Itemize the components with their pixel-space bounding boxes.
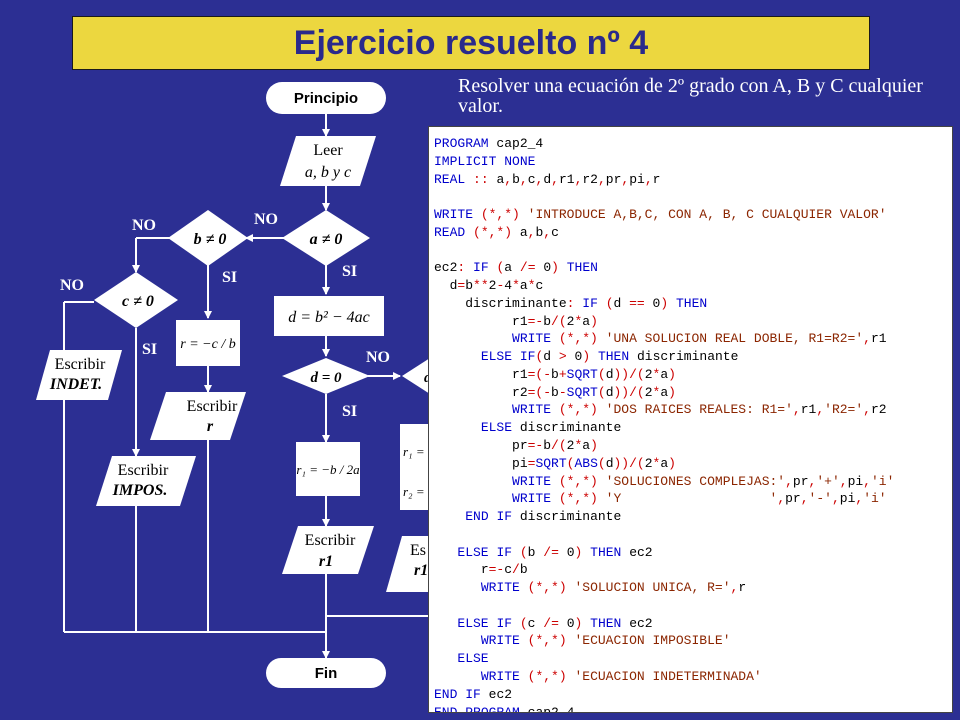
write-impos-value: IMPOS. xyxy=(112,482,168,499)
label-a-no: NO xyxy=(254,211,278,228)
code-line: ELSE IF (c /= 0) THEN ec2 xyxy=(457,615,653,631)
write-r-variable: r xyxy=(207,418,214,435)
code-line xyxy=(434,597,952,615)
write-impos-label: Escribir xyxy=(118,462,169,479)
decision-c-nonzero: c ≠ 0 xyxy=(94,272,178,328)
label-d0-no: NO xyxy=(366,349,390,366)
code-line: PROGRAM cap2_4 xyxy=(434,136,544,151)
code-line: WRITE (*,*) 'INTRODUCE A,B,C, CON A, B, … xyxy=(434,207,887,223)
write-r-node: Escribir r xyxy=(150,392,246,440)
code-line: d=b**2-4*a*c xyxy=(449,278,544,294)
code-line: WRITE (*,*) 'UNA SOLUCION REAL DOBLE, R1… xyxy=(512,331,887,347)
code-line: WRITE (*,*) 'SOLUCION UNICA, R=',r xyxy=(480,580,747,596)
write-indet-node: Escribir INDET. xyxy=(36,350,122,400)
code-line xyxy=(434,242,952,260)
code-line: WRITE (*,*) 'Y ',pr,'-',pi,'i' xyxy=(512,491,887,507)
end-label: Fin xyxy=(315,665,338,682)
end-terminal: Fin xyxy=(266,658,386,688)
calc-r2-partial: r₂ = xyxy=(403,484,425,499)
decision-d-zero: d = 0 xyxy=(282,358,370,394)
code-line: ELSE xyxy=(457,651,489,667)
label-b-si: SI xyxy=(222,269,237,286)
page-title: Ejercicio resuelto nº 4 xyxy=(293,24,649,62)
code-line: r2=(-b-SQRT(d))/(2*a) xyxy=(512,384,676,400)
code-line: r1=(-b+SQRT(d))/(2*a) xyxy=(512,366,676,382)
code-line: END IF discriminante xyxy=(465,509,622,525)
code-line: discriminante: IF (d == 0) THEN xyxy=(465,295,708,311)
start-label: Principio xyxy=(294,90,358,107)
code-line: END IF ec2 xyxy=(434,686,513,702)
decision-b-nonzero: b ≠ 0 xyxy=(168,210,248,266)
read-input-node: Leer a, b y c xyxy=(280,136,376,186)
code-line: END PROGRAM cap2_4 xyxy=(434,704,575,713)
code-line: ELSE IF (b /= 0) THEN ec2 xyxy=(457,544,653,560)
write-r1-variable: r1 xyxy=(319,553,333,570)
calc-r1r2-node-partial: r₁ = r₂ = xyxy=(400,424,430,510)
label-c-si: SI xyxy=(142,341,157,358)
read-label: Leer xyxy=(313,142,343,159)
calc-discriminant-node: d = b² − 4ac xyxy=(274,296,384,336)
code-line xyxy=(434,188,952,206)
decision-a-nonzero: a ≠ 0 xyxy=(282,210,370,266)
calc-r1-partial: r₁ = xyxy=(403,444,425,459)
write-impos-node: Escribir IMPOS. xyxy=(96,456,196,506)
write-r1r2-variable: r1 xyxy=(414,562,428,579)
decision-b-label: b ≠ 0 xyxy=(194,231,227,248)
decision-d0-label: d = 0 xyxy=(310,370,342,386)
flow-connectors xyxy=(63,114,430,659)
code-line: WRITE (*,*) 'DOS RAICES REALES: R1=',r1,… xyxy=(512,402,887,418)
write-r1-node: Escribir r1 xyxy=(282,526,374,574)
code-line: WRITE (*,*) 'ECUACION INDETERMINADA' xyxy=(480,668,762,684)
start-terminal: Principio xyxy=(266,82,386,114)
code-line: pi=SQRT(ABS(d))/(2*a) xyxy=(512,455,676,471)
title-bar: Ejercicio resuelto nº 4 xyxy=(72,16,870,70)
label-c-no: NO xyxy=(60,277,84,294)
write-indet-label: Escribir xyxy=(55,356,106,373)
write-r-label: Escribir xyxy=(187,398,238,415)
decision-c-label: c ≠ 0 xyxy=(122,293,154,310)
code-line: r=-c/b xyxy=(480,562,528,578)
write-indet-value: INDET. xyxy=(49,376,102,393)
code-line: pr=-b/(2*a) xyxy=(512,438,598,454)
code-line: REAL :: a,b,c,d,r1,r2,pr,pi,r xyxy=(434,171,661,187)
code-line: ELSE IF(d > 0) THEN discriminante xyxy=(480,349,739,365)
code-line xyxy=(434,526,952,544)
write-r1r2-node-partial: Es r1 xyxy=(386,536,430,592)
calc-r1-formula: r₁ = −b / 2a xyxy=(296,462,360,477)
read-variables: a, b y c xyxy=(305,164,351,181)
write-r1r2-label: Es xyxy=(410,542,426,559)
code-line: READ (*,*) a,b,c xyxy=(434,224,559,240)
code-line: ec2: IF (a /= 0) THEN xyxy=(434,260,598,276)
write-r1-label: Escribir xyxy=(305,532,356,549)
calc-r-formula: r = −c / b xyxy=(180,337,235,352)
code-line: WRITE (*,*) 'SOLUCIONES COMPLEJAS:',pr,'… xyxy=(512,473,895,489)
code-line: r1=-b/(2*a) xyxy=(512,313,598,329)
decision-a-label: a ≠ 0 xyxy=(310,231,343,248)
exercise-description: Resolver una ecuación de 2º grado con A,… xyxy=(458,75,923,117)
code-line: WRITE (*,*) 'ECUACION IMPOSIBLE' xyxy=(480,633,731,649)
label-d0-si: SI xyxy=(342,403,357,420)
label-b-no: NO xyxy=(132,217,156,234)
branch-labels: NO SI NO SI NO SI NO SI xyxy=(60,211,390,420)
calc-discriminant-formula: d = b² − 4ac xyxy=(288,309,370,326)
code-line: IMPLICIT NONE xyxy=(434,153,536,169)
code-line: ELSE discriminante xyxy=(480,420,622,436)
calc-r1-double-node: r₁ = −b / 2a xyxy=(296,442,360,496)
calc-r-node: r = −c / b xyxy=(176,320,240,366)
label-a-si: SI xyxy=(342,263,357,280)
